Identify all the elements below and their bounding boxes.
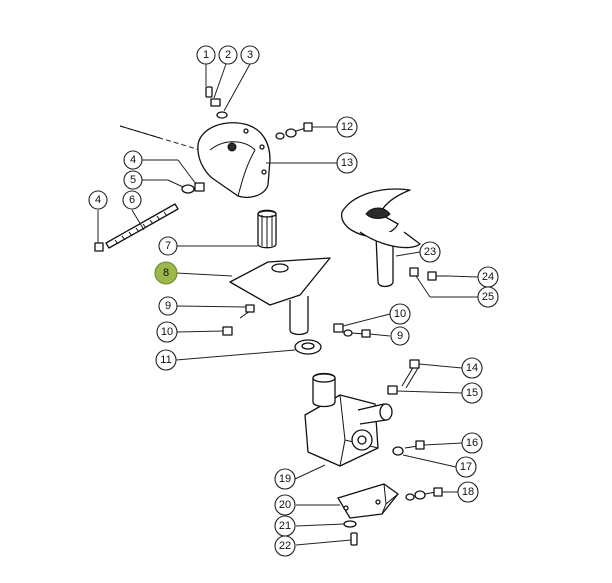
part-15-nut	[387, 385, 398, 395]
callout-23-label: 23	[424, 246, 436, 258]
part-11-washer	[294, 339, 322, 355]
part-9-bolt-right	[343, 329, 371, 338]
part-21-washer	[343, 520, 357, 528]
callout-18[interactable]: 18	[457, 481, 479, 503]
callout-19[interactable]: 19	[274, 468, 296, 490]
callout-1-label: 1	[203, 49, 209, 61]
part-19-gearbox	[304, 372, 393, 467]
callout-12-label: 12	[341, 121, 353, 133]
callout-15[interactable]: 15	[461, 382, 483, 404]
part-9-bolt-left	[239, 304, 255, 319]
callout-8-highlighted[interactable]: 8	[154, 261, 178, 285]
callout-17[interactable]: 17	[455, 456, 477, 478]
part-3-washer	[216, 111, 228, 119]
callout-22[interactable]: 22	[274, 535, 296, 557]
callout-22-label: 22	[279, 540, 291, 552]
part-22-screw	[350, 532, 358, 546]
part-7-splined-shaft	[257, 209, 277, 249]
callout-4-upper[interactable]: 4	[123, 150, 143, 170]
callout-18-label: 18	[462, 486, 474, 498]
part-17-washer	[392, 446, 404, 456]
callout-10-right-label: 10	[394, 308, 406, 320]
callout-3-label: 3	[247, 49, 253, 61]
part-16-bolt	[404, 440, 425, 450]
callout-4-lower[interactable]: 4	[88, 190, 108, 210]
callout-21-label: 21	[279, 520, 291, 532]
callout-9-right-label: 9	[397, 330, 403, 342]
callout-11[interactable]: 11	[155, 349, 177, 371]
callout-4-lower-label: 4	[95, 194, 101, 206]
callout-12[interactable]: 12	[336, 116, 358, 138]
callout-14-label: 14	[466, 362, 478, 374]
callout-25-label: 25	[482, 291, 494, 303]
callout-3[interactable]: 3	[240, 45, 260, 65]
callout-10-left[interactable]: 10	[156, 321, 178, 343]
callout-20-label: 20	[279, 499, 291, 511]
callout-20[interactable]: 20	[274, 494, 296, 516]
part-4-nut-upper	[194, 182, 205, 192]
part-20-bracket	[337, 483, 399, 519]
callout-19-label: 19	[279, 473, 291, 485]
shaft-axis-line-solid	[119, 125, 161, 139]
callout-14[interactable]: 14	[461, 357, 483, 379]
part-24-bolt	[427, 271, 448, 281]
callout-6-label: 6	[129, 194, 135, 206]
part-14-long-bolt	[401, 359, 420, 389]
part-2-nut	[210, 98, 221, 107]
callout-5[interactable]: 5	[123, 170, 143, 190]
callout-9-left-label: 9	[165, 300, 171, 312]
callout-6[interactable]: 6	[122, 190, 142, 210]
callout-16-label: 16	[466, 437, 478, 449]
part-13-housing-cover	[197, 122, 271, 199]
callout-16[interactable]: 16	[461, 432, 483, 454]
part-18-bolt	[405, 487, 443, 501]
callout-8-label: 8	[163, 267, 169, 279]
part-1-grease-nipple	[205, 86, 213, 98]
callout-9-right[interactable]: 9	[390, 326, 410, 346]
callout-7-label: 7	[165, 240, 171, 252]
callout-1[interactable]: 1	[196, 45, 216, 65]
part-12-bolt	[275, 122, 313, 140]
callout-9-left[interactable]: 9	[158, 296, 178, 316]
part-10-nut-left	[222, 326, 233, 336]
callout-10-left-label: 10	[161, 326, 173, 338]
callout-13[interactable]: 13	[336, 152, 358, 174]
callout-5-label: 5	[130, 174, 136, 186]
callout-21[interactable]: 21	[274, 515, 296, 537]
part-8-blade-carrier	[229, 257, 331, 336]
part-4-nut-lower	[94, 242, 104, 252]
part-23-blade	[340, 188, 421, 288]
part-25-nut	[409, 267, 419, 277]
callout-2[interactable]: 2	[218, 45, 238, 65]
callout-17-label: 17	[460, 461, 472, 473]
part-10-nut-right	[333, 323, 344, 333]
callout-2-label: 2	[225, 49, 231, 61]
leader-lines	[97, 63, 479, 546]
callout-24-label: 24	[482, 271, 494, 283]
callout-13-label: 13	[341, 157, 353, 169]
part-5-washer	[181, 184, 195, 194]
callout-15-label: 15	[466, 387, 478, 399]
callout-7[interactable]: 7	[158, 236, 178, 256]
callout-23[interactable]: 23	[419, 241, 441, 263]
callout-11-label: 11	[160, 354, 171, 366]
callout-10-right[interactable]: 10	[389, 303, 411, 325]
callout-4-upper-label: 4	[130, 154, 136, 166]
callout-24[interactable]: 24	[477, 266, 499, 288]
callout-25[interactable]: 25	[477, 286, 499, 308]
